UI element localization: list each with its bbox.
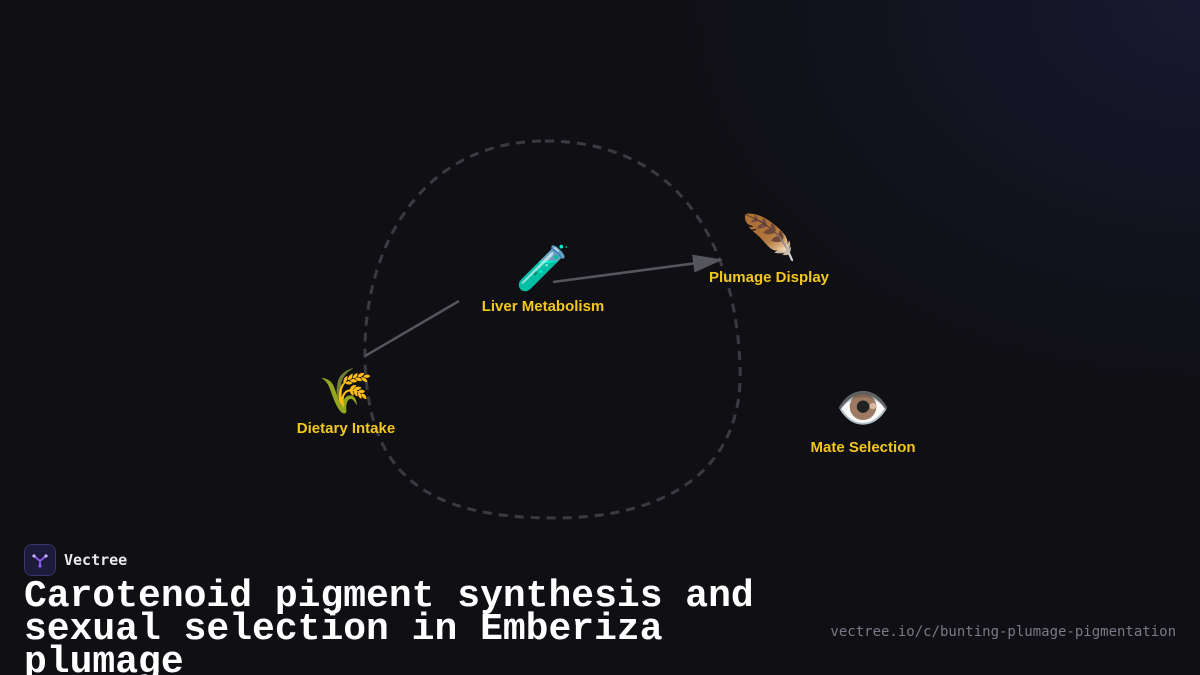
eye-icon: 👁️ [836, 383, 891, 434]
node-label-liver-metabolism: Liver Metabolism [482, 298, 605, 315]
node-mate-selection[interactable]: 👁️ Mate Selection [810, 383, 915, 456]
node-label-mate-selection: Mate Selection [810, 439, 915, 456]
node-liver-metabolism[interactable]: 🧪 Liver Metabolism [482, 243, 605, 315]
brand-name: Vectree [64, 551, 128, 569]
source-url[interactable]: vectree.io/c/bunting-plumage-pigmentatio… [830, 624, 1176, 640]
page-title: Carotenoid pigment synthesis and sexual … [24, 575, 754, 675]
brand: Vectree [24, 544, 127, 576]
node-label-dietary-intake: Dietary Intake [297, 420, 395, 437]
test-tube-icon: 🧪 [516, 243, 571, 294]
feather-icon: 🪶 [742, 211, 797, 264]
node-plumage-display[interactable]: 🪶 Plumage Display [709, 211, 830, 286]
edge-liver-to-plumage [552, 254, 723, 284]
edge-dietary-to-liver [364, 299, 460, 358]
feedback-loop [363, 139, 742, 520]
node-dietary-intake[interactable]: 🌾 Dietary Intake [297, 366, 395, 437]
wheat-icon: 🌾 [319, 366, 374, 417]
vectree-branch-logo-icon [24, 544, 56, 576]
node-label-plumage-display: Plumage Display [709, 269, 830, 286]
